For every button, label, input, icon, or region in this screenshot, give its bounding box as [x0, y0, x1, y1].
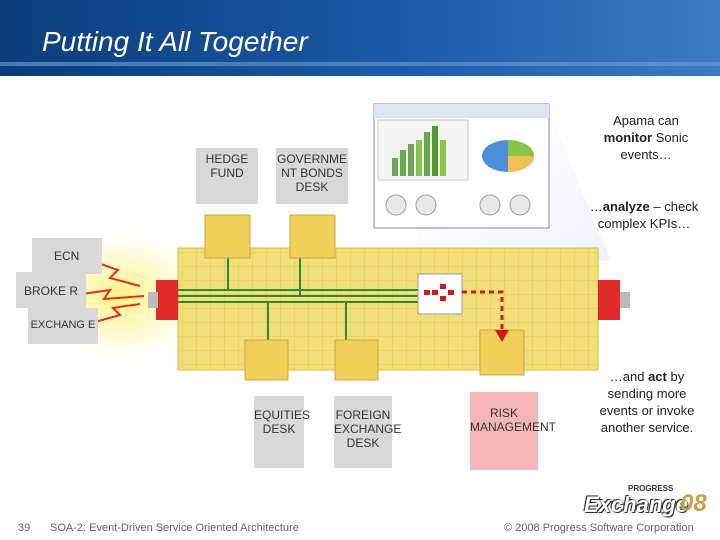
analyze-bold: analyze — [602, 199, 650, 214]
analyze-post: – check complex KPIs… — [597, 199, 699, 231]
slide-header: Putting It All Together — [0, 0, 720, 76]
page-number: 39 — [18, 522, 31, 534]
act-bold: act — [648, 369, 667, 384]
equities-label: EQUITIES DESK — [254, 408, 311, 436]
fx-desk-box: FOREIGN EXCHANGE DESK — [334, 396, 401, 468]
fx-connector — [334, 339, 379, 381]
bus-left-stub — [148, 292, 158, 308]
broker-label: BROKE R — [23, 284, 78, 298]
fx-desk-label: FOREIGN EXCHANGE DESK — [334, 408, 402, 450]
bus-lines — [178, 258, 420, 350]
equities-box: EQUITIES DESK — [254, 396, 310, 468]
bus-left-cap — [156, 280, 178, 320]
risk-label: RISK MANAGEMENT — [470, 406, 557, 434]
equities-connector — [244, 339, 289, 381]
broker-box: BROKE R — [16, 272, 86, 308]
header-stripe — [0, 62, 720, 66]
monitor-bold: monitor — [603, 130, 653, 145]
ecn-box: ECN — [32, 238, 102, 274]
gauge-3 — [479, 194, 501, 216]
footer-left: SOA-2: Event-Driven Service Oriented Arc… — [50, 522, 299, 534]
hedge-fund-box: HEDGE FUND — [196, 148, 258, 204]
gov-bonds-box: GOVERNME NT BONDS DESK — [276, 148, 348, 204]
bolt-ecn — [94, 261, 141, 287]
risk-box: RISK MANAGEMENT — [470, 392, 556, 470]
logo-small: PROGRESS — [628, 484, 674, 493]
logo-text: Exchange — [584, 492, 688, 517]
exchange-logo: PROGRESS Exchange 08 — [584, 484, 716, 518]
gauge-1 — [385, 194, 407, 216]
act-pre: …and — [609, 369, 645, 384]
bonds-connector — [289, 214, 336, 259]
dashboard-bars — [392, 126, 446, 176]
monitor-pre: Apama can — [613, 113, 679, 128]
risk-arrow — [462, 290, 504, 332]
analyze-pre: … — [589, 199, 603, 214]
gauge-2 — [415, 194, 437, 216]
bus-right-stub — [620, 292, 630, 308]
risk-arrowhead — [495, 330, 509, 342]
risk-connector — [479, 329, 525, 376]
exchange-label: EXCHANG E — [30, 319, 96, 331]
gov-bonds-label: GOVERNME NT BONDS DESK — [276, 152, 347, 194]
monitor-post: Sonic events… — [620, 130, 689, 162]
monitor-callout: Apama can monitor Sonic events… — [592, 112, 700, 163]
exchange-box: EXCHANG E — [28, 308, 98, 344]
slide-title: Putting It All Together — [42, 26, 308, 57]
bus-right-cap — [598, 280, 620, 320]
integration-bus — [177, 247, 599, 371]
footer-right: © 2008 Progress Software Corporation — [504, 522, 694, 534]
act-callout: …and act by sending more events or invok… — [592, 368, 702, 436]
engine-events — [424, 284, 454, 301]
bolt-exchange — [94, 303, 141, 323]
act-post: by sending more events or invoke another… — [599, 369, 695, 435]
hedge-fund-label: HEDGE FUND — [205, 152, 249, 180]
logo-suffix: 08 — [680, 490, 707, 517]
ecn-label: ECN — [54, 249, 80, 263]
gauge-4 — [509, 194, 531, 216]
analyze-callout: …analyze – check complex KPIs… — [588, 198, 700, 232]
hedge-connector — [204, 214, 251, 259]
bolt-broker — [81, 288, 145, 301]
